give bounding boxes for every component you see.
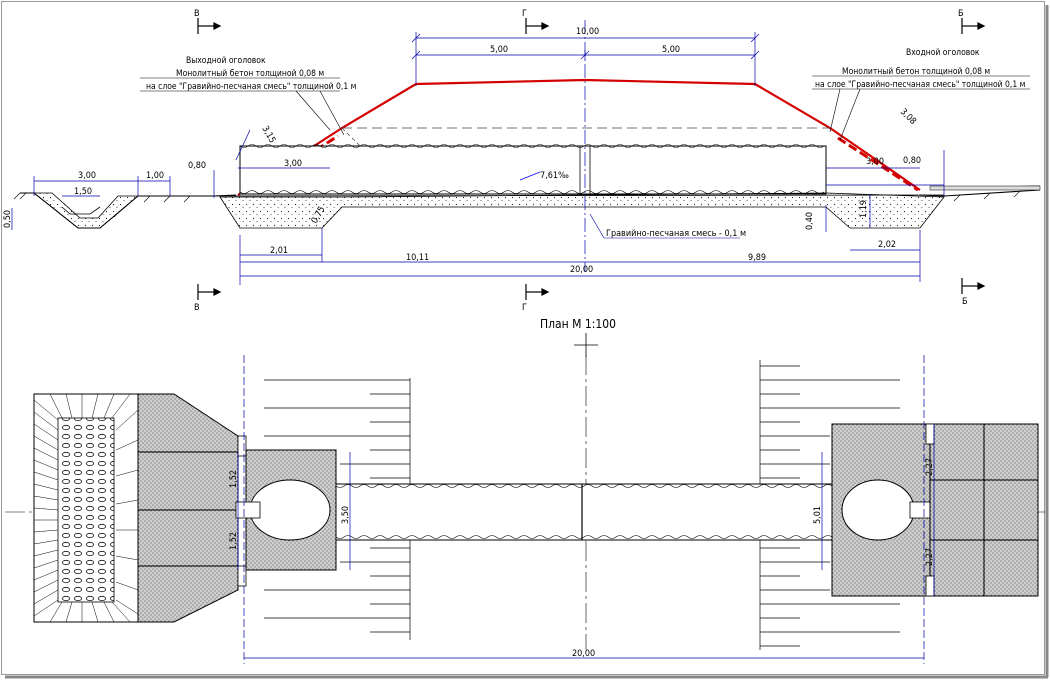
plan-title: План М 1:100 — [540, 317, 616, 331]
crest-dimensions — [411, 32, 760, 86]
inlet-head-label: Входной оголовок — [906, 48, 980, 58]
ditch-berm-dim: 1,00 — [146, 171, 164, 181]
ditch-depth-dim: 0,50 — [3, 210, 13, 228]
outlet-concrete-note: Монолитный бетон толщиной 0,08 м — [176, 68, 324, 79]
right-part-dim: 9,89 — [748, 253, 766, 263]
plan-inlet-top-dim: 2,27 — [925, 458, 935, 476]
mark-b-top: Б — [958, 9, 964, 19]
inlet-height-dim: 0,80 — [903, 156, 921, 166]
section-total-dim: 20,00 — [570, 265, 593, 275]
mark-g-bottom: Г — [522, 303, 527, 313]
crest-right-dim: 5,00 — [662, 45, 680, 55]
plan-pipe — [335, 483, 837, 541]
slope-label: 7,61‰ — [540, 171, 569, 181]
inlet-wall-dim: 1,19 — [859, 200, 869, 218]
gravel-bed — [219, 192, 945, 229]
ditch-bottom-dim: 1,50 — [74, 187, 92, 197]
outlet-height-dim: 0,80 — [188, 161, 206, 171]
plan-outlet-bottom-dim: 1,52 — [229, 532, 239, 550]
plan-total-dim: 20,00 — [572, 649, 595, 659]
outlet-head-label: Выходной оголовок — [186, 56, 266, 66]
section-marks — [197, 18, 986, 300]
outlet-base-dim: 2,01 — [270, 246, 288, 256]
inlet-depth-dim: 0,40 — [805, 212, 815, 230]
gravel-note: Гравийно-песчаная смесь - 0,1 м — [606, 229, 746, 239]
plan-inlet-head — [831, 423, 1039, 597]
plan-inlet-width-dim: 5,01 — [813, 506, 823, 524]
culvert-pipe — [239, 144, 827, 195]
plan-inlet-bottom-dim: 2,27 — [925, 548, 935, 566]
ditch-dimensions — [11, 176, 171, 230]
plan-dimensions — [237, 355, 935, 664]
plan-slope-hatch-right — [759, 360, 900, 650]
left-part-dim: 10,11 — [406, 253, 429, 263]
plan-view: 1,52 1,52 3,50 5,01 2,27 2,27 20,00 — [5, 333, 1045, 664]
outlet-ditch — [32, 192, 140, 229]
outlet-apron-dim: 3,00 — [284, 159, 302, 169]
north-arrow-icon — [574, 333, 598, 357]
inlet-base-dim: 2,02 — [878, 240, 896, 250]
plan-pipe-width-dim: 3,50 — [341, 506, 351, 524]
ditch-top-dim: 3,00 — [78, 171, 96, 181]
crest-left-dim: 5,00 — [490, 45, 508, 55]
mark-b-bottom: Б — [962, 297, 968, 307]
inlet-layer-note: на слое "Гравийно-песчаная смесь" толщин… — [815, 80, 1026, 90]
mark-g-top: Г — [522, 9, 527, 19]
plan-outlet-head — [33, 393, 337, 623]
crest-total-dim: 10,00 — [576, 27, 599, 37]
mark-v-bottom: В — [194, 303, 200, 313]
mark-v-top: В — [194, 9, 200, 19]
inlet-apron-dim: 3,00 — [866, 157, 884, 167]
plan-outlet-top-dim: 1,52 — [229, 470, 239, 488]
inlet-concrete-note: Монолитный бетон толщиной 0,08 м — [842, 66, 990, 77]
outlet-layer-note: на слое "Гравийно-песчаная смесь" толщин… — [146, 82, 357, 92]
longitudinal-section: 7,61‰ 10,00 5,00 5,00 Выходной оголовок … — [3, 9, 1041, 313]
